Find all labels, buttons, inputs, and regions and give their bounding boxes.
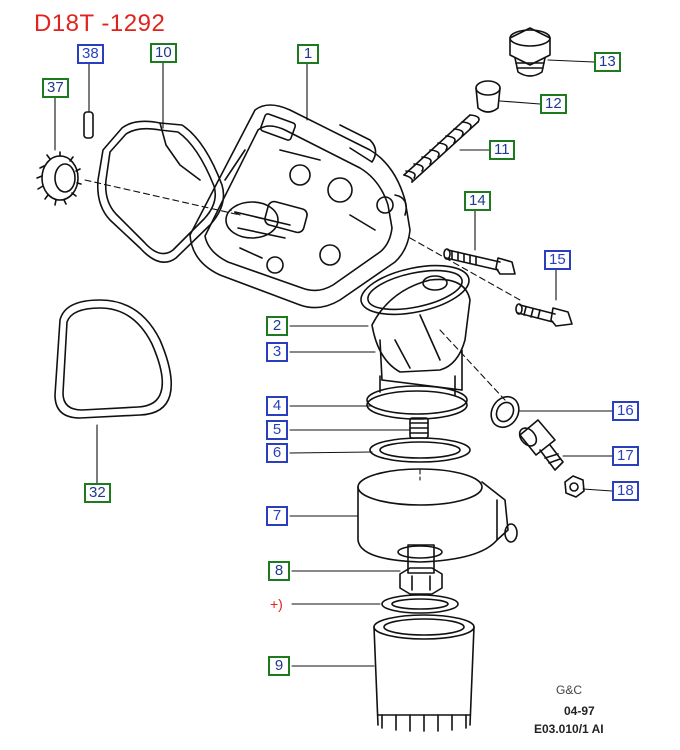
callout-11[interactable]: 11 xyxy=(489,140,515,160)
callout-32[interactable]: 32 xyxy=(84,483,111,503)
hex-nut-part xyxy=(564,475,585,498)
footer-date: 04-97 xyxy=(564,704,595,718)
oil-filter-part xyxy=(373,614,475,732)
callout-13[interactable]: 13 xyxy=(594,52,621,72)
sealing-washer-part xyxy=(490,395,520,429)
hollow-bolt-part xyxy=(399,544,443,595)
valve-cup-part xyxy=(475,80,501,113)
callout-16[interactable]: 16 xyxy=(612,401,639,421)
callout-14[interactable]: 14 xyxy=(464,191,491,211)
o-ring-part xyxy=(381,594,459,614)
short-bolt-part xyxy=(515,303,573,327)
relief-spring-part xyxy=(403,114,480,183)
threaded-nipple-part xyxy=(409,417,429,439)
footer-maker: G&C xyxy=(556,683,583,697)
drive-gear-part xyxy=(36,151,82,206)
adapter-gasket-part xyxy=(360,264,470,316)
callout-6[interactable]: 6 xyxy=(266,443,288,463)
callout-2[interactable]: 2 xyxy=(266,316,288,336)
plug-cap-part xyxy=(509,27,551,77)
callout-17[interactable]: 17 xyxy=(612,446,639,466)
pressure-switch-part xyxy=(518,419,564,471)
callout-18[interactable]: 18 xyxy=(612,481,639,501)
dowel-pin-part xyxy=(83,111,94,139)
note-marker: +) xyxy=(270,596,283,612)
callout-38[interactable]: 38 xyxy=(77,44,104,64)
footer-ref: E03.010/1 AI xyxy=(534,722,604,736)
callout-37[interactable]: 37 xyxy=(42,78,69,98)
callout-12[interactable]: 12 xyxy=(540,94,567,114)
callout-1[interactable]: 1 xyxy=(297,44,319,64)
callout-3[interactable]: 3 xyxy=(266,342,288,362)
adapter-flange-part xyxy=(366,375,468,420)
diagram-title: D18T -1292 xyxy=(34,10,166,37)
seal-ring-part xyxy=(369,437,471,463)
callout-5[interactable]: 5 xyxy=(266,420,288,440)
callout-15[interactable]: 15 xyxy=(544,250,571,270)
filter-adapter-part xyxy=(371,275,471,391)
oil-cooler-part xyxy=(357,468,518,563)
callout-7[interactable]: 7 xyxy=(266,506,288,526)
callout-4[interactable]: 4 xyxy=(266,396,288,416)
long-bolt-part xyxy=(443,248,516,275)
callout-8[interactable]: 8 xyxy=(268,561,290,581)
leader-lines xyxy=(54,59,613,667)
callout-9[interactable]: 9 xyxy=(268,656,290,676)
cover-gasket-part xyxy=(96,120,225,264)
callout-10[interactable]: 10 xyxy=(150,43,177,63)
pump-gasket-part xyxy=(54,299,173,419)
pump-housing-part xyxy=(189,104,411,309)
